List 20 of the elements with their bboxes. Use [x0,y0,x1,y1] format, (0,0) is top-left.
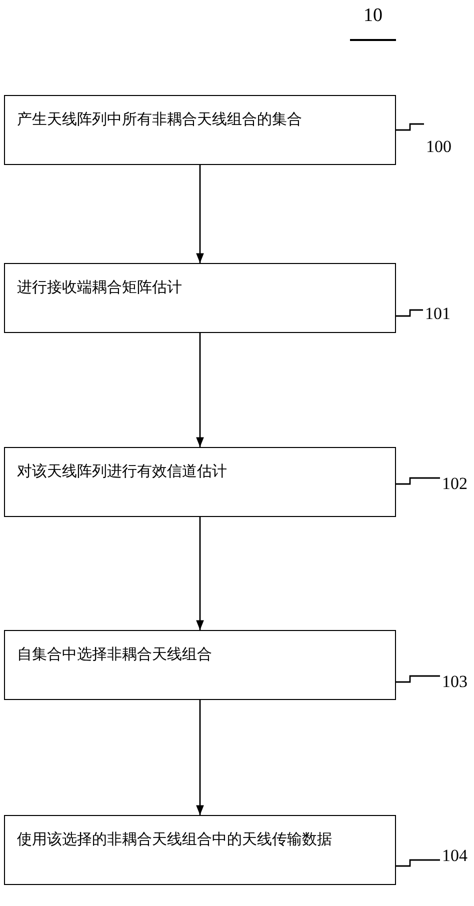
reference-number: 104 [442,846,472,866]
reference-number: 102 [442,474,472,494]
process-box: 产生天线阵列中所有非耦合天线组合的集合 [4,95,396,165]
reference-number: 100 [426,137,456,157]
leader-line [396,309,423,317]
leader-line [396,675,440,683]
arrow [196,165,204,263]
leader-line [396,859,440,867]
arrow [196,700,204,815]
leader-line [396,123,424,131]
process-box: 自集合中选择非耦合天线组合 [4,630,396,700]
reference-number: 101 [425,304,455,324]
reference-number: 103 [442,672,472,692]
leader-line [396,477,440,485]
arrow [196,517,204,630]
figure-number: 10 [364,4,382,28]
process-box: 对该天线阵列进行有效信道估计 [4,447,396,517]
process-box: 使用该选择的非耦合天线组合中的天线传输数据 [4,815,396,885]
arrow [196,333,204,447]
process-box: 进行接收端耦合矩阵估计 [4,263,396,333]
